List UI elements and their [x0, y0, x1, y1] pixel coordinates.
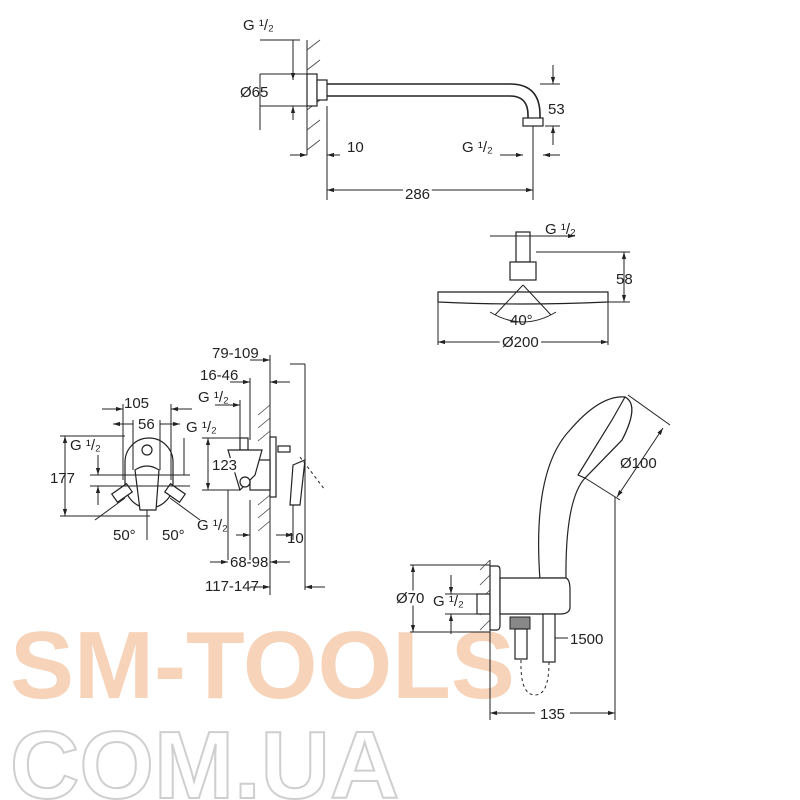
mixer-install-depth-label: 68-98: [230, 554, 268, 571]
watermark-line2: COM.UA: [10, 712, 399, 800]
mixer-body-height-label: 123: [212, 457, 237, 474]
head-angle-label: 40°: [510, 312, 533, 329]
mixer-thread-top-label: G ¹/₂: [198, 389, 229, 406]
mixer-thread-left-label: G ¹/₂: [70, 437, 101, 454]
mixer-thread-bottom-label: G ¹/₂: [197, 517, 228, 534]
shower-arm-drawing: G ¹/₂ Ø65 10 G ¹/₂ 53 286: [240, 17, 565, 206]
arm-length-label: 286: [405, 186, 430, 203]
arm-drop-label: 53: [548, 101, 565, 118]
mixer-depth-total-label: 79-109: [212, 345, 259, 362]
head-diameter-label: Ø200: [502, 334, 539, 351]
arm-flange-dia-label: Ø65: [240, 84, 268, 101]
hand-projection-label: 135: [540, 706, 565, 723]
elbow-thread-label: G ¹/₂: [433, 593, 464, 610]
mixer-lever-offset-label: 10: [287, 530, 304, 547]
arm-thread-outlet-label: G ¹/₂: [462, 139, 493, 156]
mixer-width-inner-label: 56: [138, 416, 155, 433]
mixer-angle-left-label: 50°: [113, 527, 136, 544]
mixer-side-drawing: 79-109 16-46 G ¹/₂ 123 10 68-98 117-147: [198, 345, 326, 595]
mixer-front-drawing: 105 56 G ¹/₂ G ¹/₂ 177 50° 50° G ¹/₂: [50, 395, 228, 544]
watermark-line1: SM-TOOLS: [10, 612, 515, 719]
watermark: SM-TOOLS COM.UA: [9, 612, 515, 800]
head-height-label: 58: [616, 271, 633, 288]
elbow-diameter-label: Ø70: [396, 590, 424, 607]
arm-flange-depth-label: 10: [347, 139, 364, 156]
hose-length-label: 1500: [570, 631, 603, 648]
hand-diameter-label: Ø100: [620, 455, 657, 472]
mixer-width-outer-label: 105: [124, 395, 149, 412]
mixer-depth-body-label: 16-46: [200, 367, 238, 384]
mixer-thread-right-label: G ¹/₂: [186, 419, 217, 436]
arm-thread-top-label: G ¹/₂: [243, 17, 274, 34]
head-thread-label: G ¹/₂: [545, 221, 576, 238]
mixer-install-total-label: 117-147: [205, 578, 259, 595]
hand-shower-drawing: Ø100 Ø70 G ¹/₂ 1500 135: [394, 394, 671, 723]
mixer-height-label: 177: [50, 470, 75, 487]
head-shower-drawing: G ¹/₂ 58 40° Ø200: [437, 221, 633, 354]
mixer-angle-right-label: 50°: [162, 527, 185, 544]
